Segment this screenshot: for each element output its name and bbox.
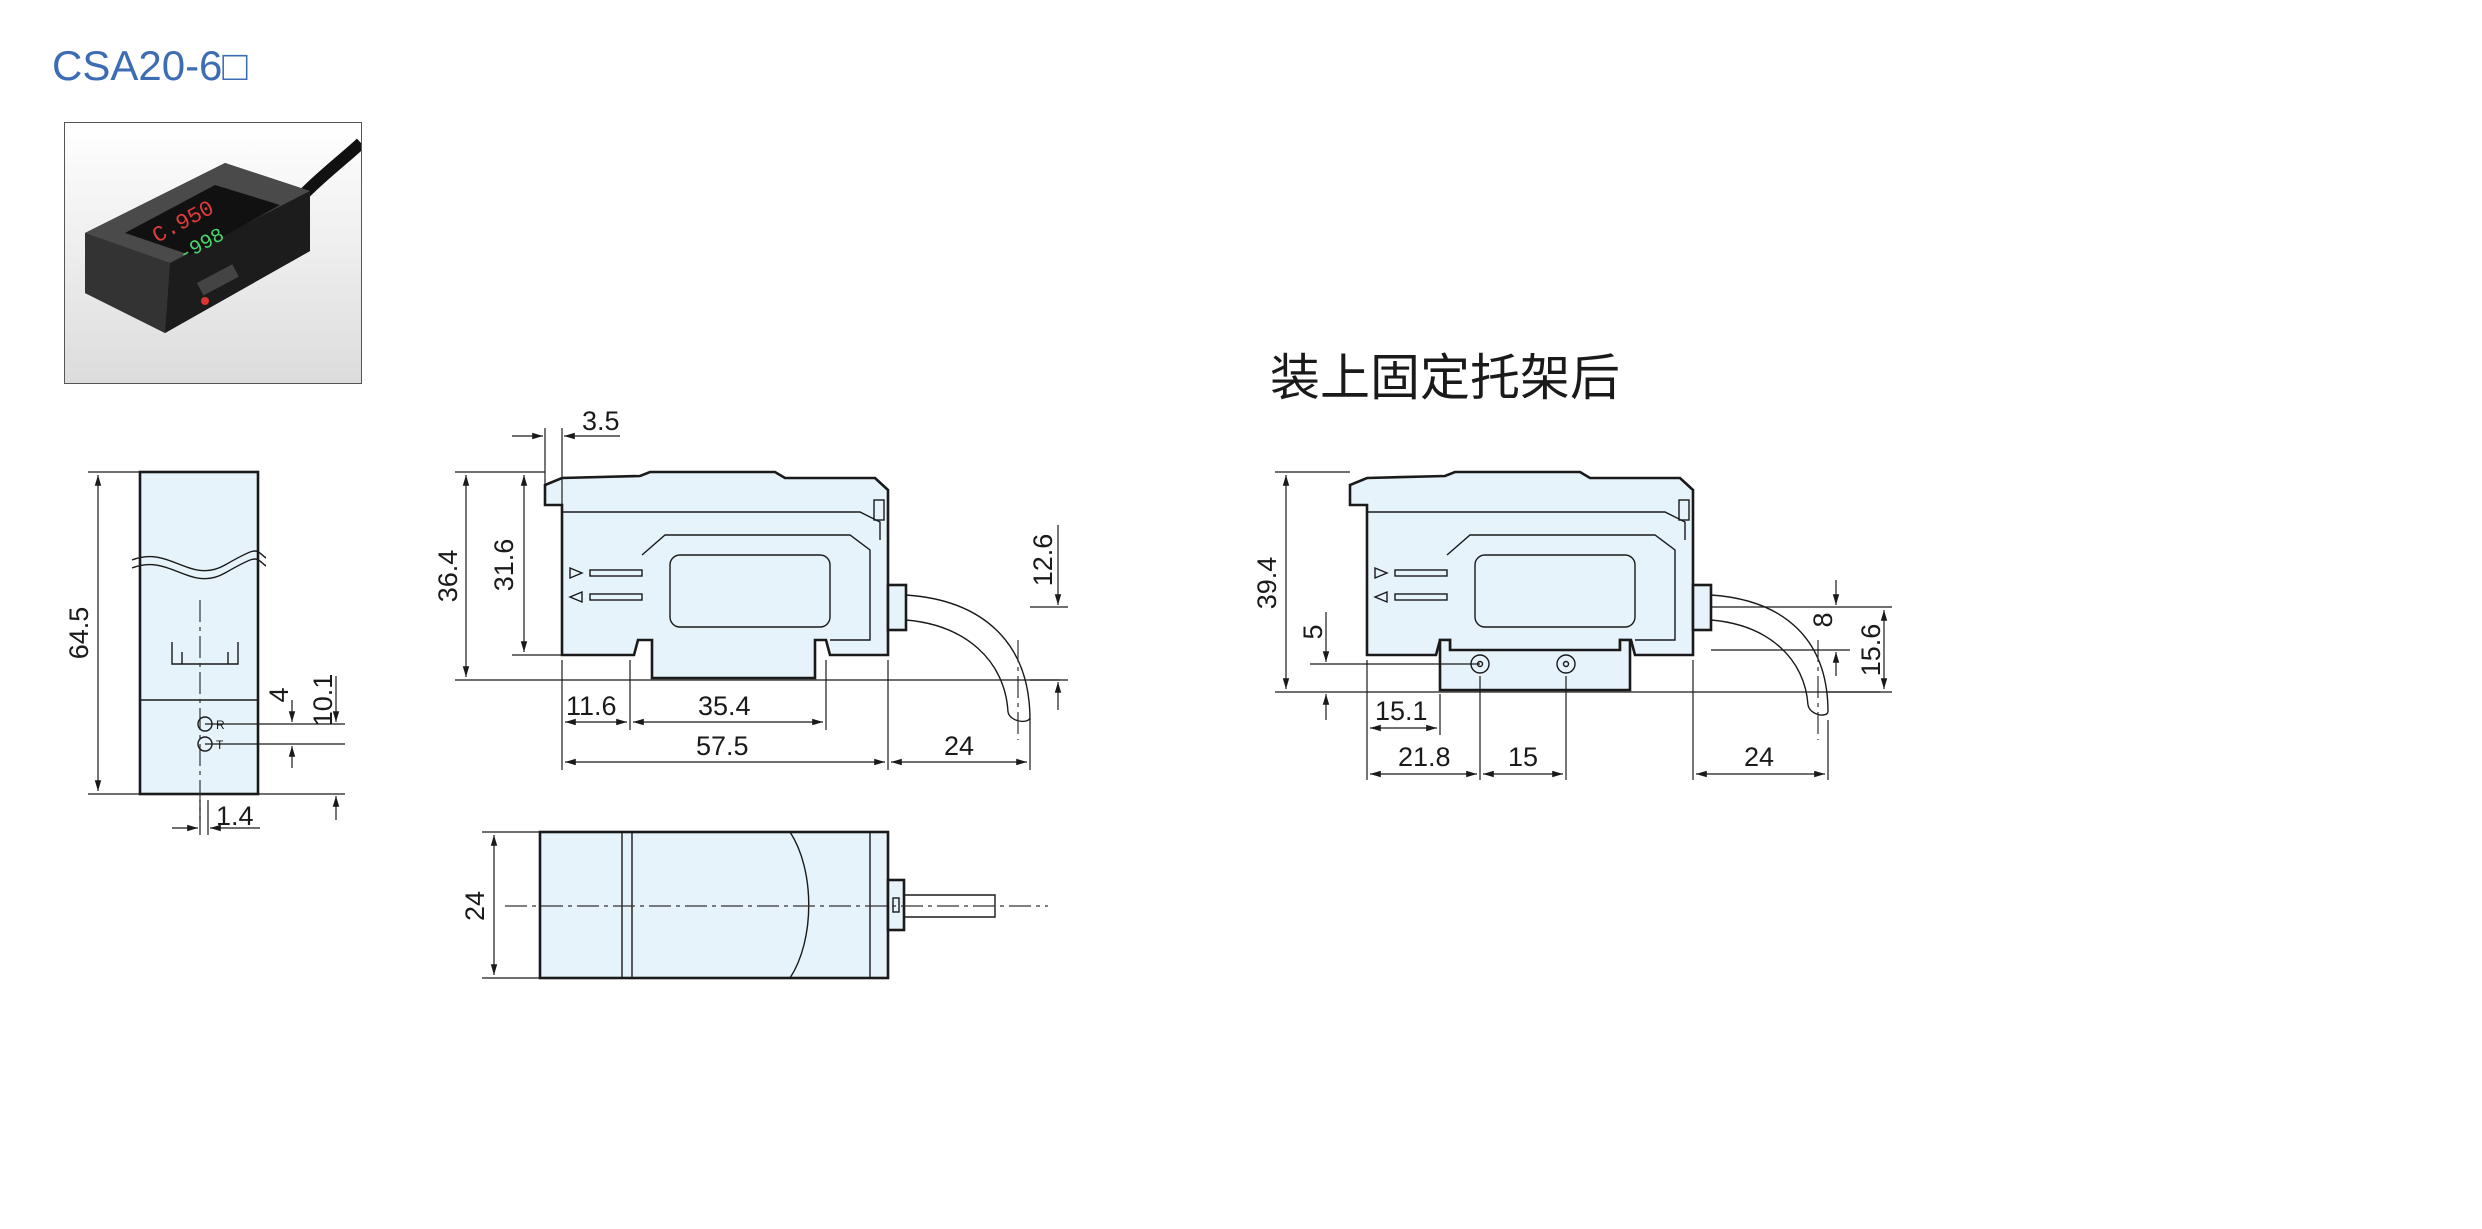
bracket-latch (1678, 499, 1690, 521)
side-connector-slot (181, 652, 229, 664)
dim-64-5: 64.5 (64, 607, 94, 660)
front-label-bar (589, 569, 643, 577)
bracket-view: 39.4 5 8 15.6 15.1 21.8 15 24 (1252, 470, 1892, 780)
dim-10-1: 10.1 (308, 674, 338, 727)
bracket-cable-gland (1691, 583, 1713, 632)
front-top-ridge (562, 511, 881, 540)
dim-3-5: 3.5 (582, 406, 620, 436)
side-view-body (138, 470, 260, 796)
front-latch (873, 499, 885, 521)
dim-8: 8 (1808, 612, 1838, 627)
dim-1-4: 1.4 (216, 801, 254, 831)
dim-35-4: 35.4 (698, 691, 751, 721)
dim-36-4: 36.4 (433, 550, 463, 603)
cable-lower (905, 619, 1009, 713)
model-title: CSA20-6□ (52, 42, 248, 89)
arrow-left-icon (568, 590, 583, 604)
front-display-window (669, 554, 831, 628)
dim-15: 15 (1508, 742, 1538, 772)
front-label-bar (589, 593, 643, 601)
top-view: 24 (460, 830, 1048, 980)
break-line (131, 550, 267, 572)
dim-57-5: 57.5 (696, 731, 749, 761)
dim-15-6: 15.6 (1856, 624, 1886, 677)
dim-4: 4 (264, 687, 294, 702)
arrow-right-icon (569, 566, 584, 580)
front-view-body (543, 470, 890, 680)
bracket-view-title: 装上固定托架后 (1270, 349, 1620, 407)
mark-t: T (216, 738, 224, 752)
dim-12-6: 12.6 (1028, 534, 1058, 587)
front-view: 3.5 36.4 31.6 12.6 11.6 35.4 57.5 24 (433, 406, 1068, 770)
dim-5: 5 (1298, 624, 1328, 639)
dim-24-top: 24 (460, 891, 490, 921)
bracket-view-body (1348, 470, 1695, 657)
top-cable-gland (886, 878, 906, 932)
arrow-left-icon (1373, 590, 1388, 604)
product-photo: C.950 -998 (64, 122, 362, 384)
dim-24-bracket: 24 (1744, 742, 1774, 772)
top-view-body (538, 830, 890, 980)
break-line (131, 558, 267, 580)
side-connector-slot (171, 642, 239, 665)
dim-21-8: 21.8 (1398, 742, 1451, 772)
dim-11-6: 11.6 (566, 691, 617, 721)
mount-hole-icon (1556, 654, 1576, 674)
mounting-bracket (1438, 638, 1632, 692)
bracket-display-window (1474, 554, 1636, 628)
dim-31-6: 31.6 (489, 539, 519, 592)
front-window-frame (641, 534, 871, 641)
side-view: R T 64.5 4 10.1 1.4 (64, 470, 345, 835)
mark-r: R (216, 718, 225, 732)
dim-39-4: 39.4 (1252, 557, 1282, 610)
arrow-right-icon (1374, 566, 1389, 580)
cable-gland (886, 583, 908, 632)
dim-15-1: 15.1 (1375, 696, 1428, 726)
sensor-rendering-image: C.950 -998 (65, 123, 361, 383)
dim-24-front: 24 (944, 731, 974, 761)
cable-upper (905, 594, 1031, 721)
